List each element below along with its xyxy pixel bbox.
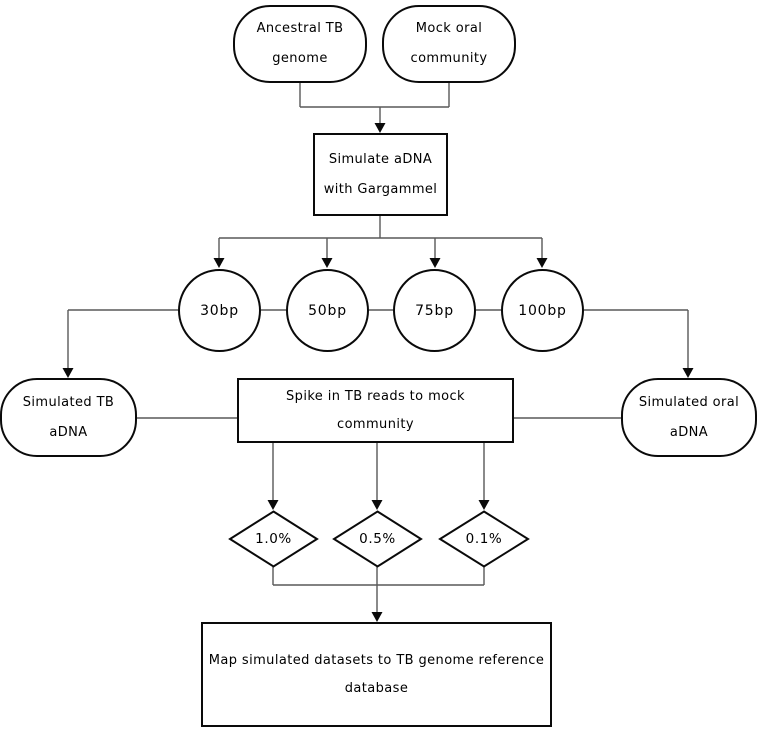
arrowhead — [682, 368, 694, 378]
node-label-line: 50bp — [308, 302, 347, 319]
node-spike-percent-0-1: 0.1% — [438, 510, 530, 568]
node-length-100bp: 100bp — [501, 269, 584, 352]
edge-gargammel-to-lengths — [213, 216, 548, 268]
node-label-line: database — [344, 680, 409, 696]
arrowhead — [213, 258, 225, 268]
node-label-line: aDNA — [669, 424, 709, 440]
node-simulated-tb-adna: Simulated TB aDNA — [0, 378, 137, 457]
node-label-line: 100bp — [518, 302, 567, 319]
node-spike-in-tb-reads: Spike in TB reads to mock community — [237, 378, 514, 443]
edge-30bp-to-simulated-tb — [62, 309, 178, 378]
node-label-line: community — [337, 416, 414, 432]
node-label-line: Simulate aDNA — [328, 151, 433, 167]
node-label-line: Map simulated datasets to TB genome refe… — [208, 652, 545, 668]
arrowhead — [371, 500, 383, 510]
node-map-to-reference-database: Map simulated datasets to TB genome refe… — [201, 622, 552, 727]
arrowhead — [371, 612, 383, 622]
edge-sources-to-gargammel — [299, 83, 450, 133]
node-label-line: 0.1% — [465, 531, 503, 547]
node-label-line: genome — [272, 51, 328, 66]
arrowhead — [267, 500, 279, 510]
node-length-75bp: 75bp — [393, 269, 476, 352]
node-label-line: 30bp — [200, 302, 239, 319]
node-label-line: Simulated TB — [22, 394, 115, 410]
node-label-line: with Gargammel — [323, 181, 438, 197]
node-length-30bp: 30bp — [178, 269, 261, 352]
arrowhead — [321, 258, 333, 268]
diamond-shape — [228, 510, 319, 568]
diamond-shape — [438, 510, 530, 568]
node-label-line: 0.5% — [359, 531, 396, 547]
node-label-line: community — [410, 51, 488, 66]
node-length-50bp: 50bp — [286, 269, 369, 352]
edge-spike-to-percentages — [267, 443, 490, 510]
arrowhead — [429, 258, 441, 268]
node-mock-oral-community: Mock oral community — [382, 5, 516, 83]
node-label-line: Spike in TB reads to mock — [286, 388, 465, 404]
node-simulate-adna-gargammel: Simulate aDNA with Gargammel — [313, 133, 448, 216]
node-spike-percent-0-5: 0.5% — [332, 510, 423, 568]
node-label-line: Mock oral — [415, 21, 483, 36]
edge-100bp-to-simulated-oral — [584, 309, 694, 378]
node-label-line: Ancestral TB — [256, 21, 344, 36]
arrowhead — [374, 123, 386, 133]
arrowhead — [536, 258, 548, 268]
node-label-line: aDNA — [49, 424, 88, 440]
node-ancestral-tb-genome: Ancestral TB genome — [233, 5, 367, 83]
node-simulated-oral-adna: Simulated oral aDNA — [621, 378, 757, 457]
node-label-line: Simulated oral — [638, 394, 740, 410]
diamond-shape — [332, 510, 423, 568]
node-spike-percent-1-0: 1.0% — [228, 510, 319, 568]
edge-percentages-to-map — [272, 567, 485, 622]
arrowhead — [62, 368, 74, 378]
node-label-line: 75bp — [415, 302, 454, 319]
node-label-line: 1.0% — [255, 531, 292, 547]
arrowhead — [478, 500, 490, 510]
